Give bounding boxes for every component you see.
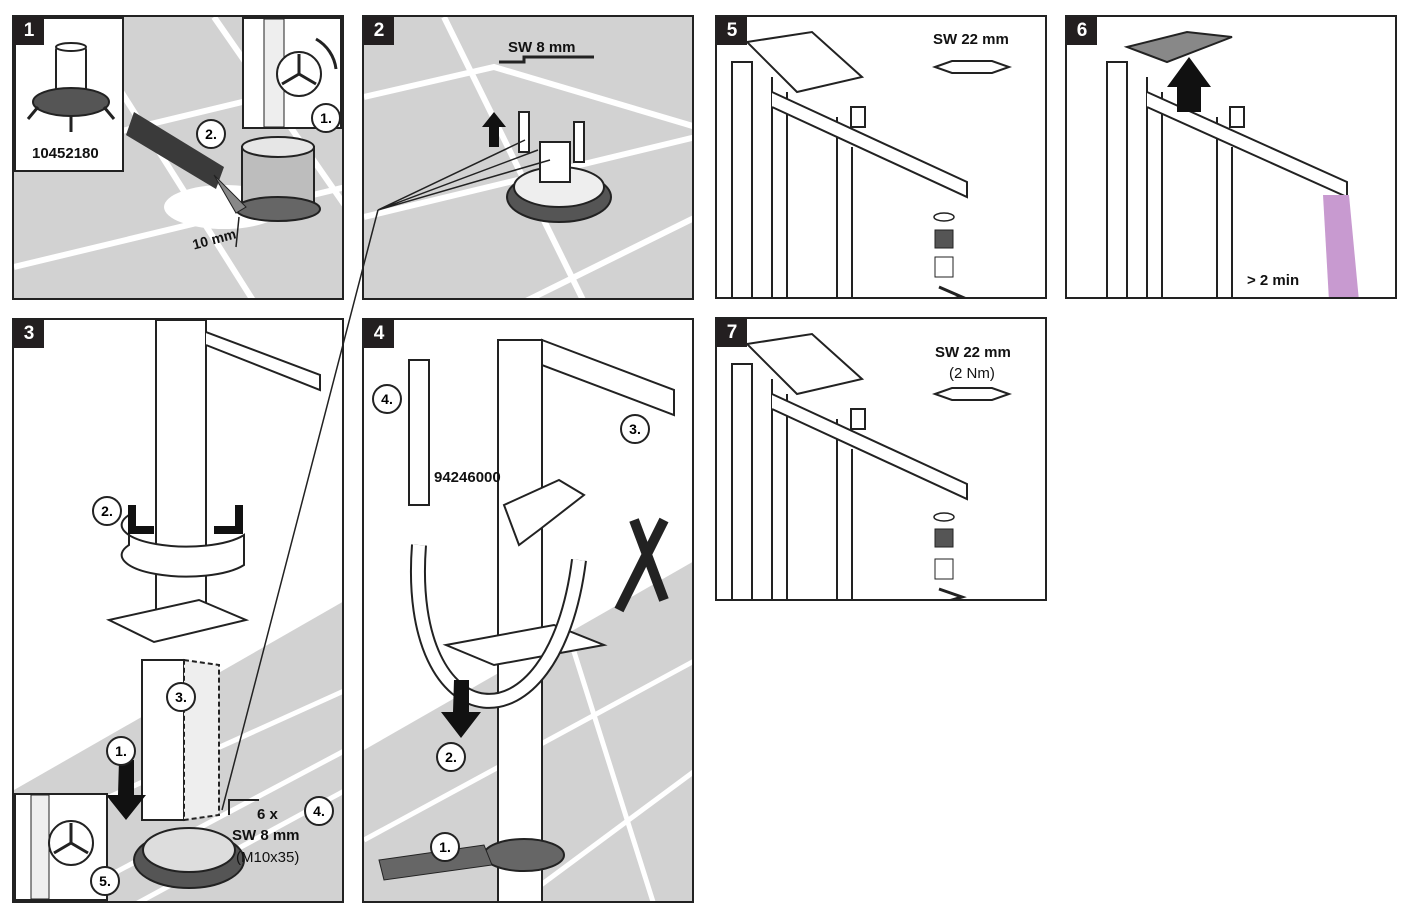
panel-7: 7 SW 22 mm (2 Nm) (715, 317, 1047, 601)
step-1-badge: 1. (430, 832, 460, 862)
step-4-badge: 4. (304, 796, 334, 826)
step-2-badge: 2. (196, 119, 226, 149)
panel-6: 6 > 2 min (1065, 15, 1397, 299)
aerator-removal-illustration (731, 30, 1013, 297)
panel-number: 7 (717, 319, 747, 347)
aerator-refit-illustration (731, 332, 1013, 599)
panel-5: 5 SW 22 mm (715, 15, 1047, 299)
panel-number: 6 (1067, 17, 1097, 45)
step-5-badge: 5. (90, 866, 120, 896)
screw-quantity-label: 6 x (257, 806, 278, 823)
wrench-size-label: SW 8 mm (508, 39, 576, 56)
panel-number: 3 (14, 320, 44, 348)
panel-3: 3 1. 2. 3. 4. 6 x SW 8 mm (M10x35) 5. (12, 318, 344, 903)
part-number-label: 10452180 (32, 145, 99, 162)
panel-number: 1 (14, 17, 44, 45)
wrench-size-label: SW 22 mm (935, 344, 1011, 361)
panel-number: 4 (364, 320, 394, 348)
hose-connection-illustration (364, 320, 692, 901)
screw-size-label: (M10x35) (236, 849, 300, 866)
panel-4: 4 1. 2. 3. 4. 94246000 (362, 318, 694, 903)
flush-duration-label: > 2 min (1247, 272, 1300, 289)
panel-number: 5 (717, 17, 747, 45)
wrench-size-label: SW 22 mm (933, 31, 1009, 48)
step-4-badge: 4. (372, 384, 402, 414)
part-number-label: 94246000 (434, 469, 501, 486)
wrench-size-label: SW 8 mm (232, 827, 300, 844)
shutoff-valve-icon (30, 794, 94, 900)
installation-kit-icon (26, 42, 116, 132)
step-3-badge: 3. (620, 414, 650, 444)
step-3-badge: 3. (166, 682, 196, 712)
shutoff-valve-icon (263, 18, 338, 128)
step-1-badge: 1. (311, 103, 341, 133)
flushing-illustration (1106, 30, 1359, 297)
panel-2: 2 SW 8 mm (362, 15, 694, 300)
torque-label: (2 Nm) (949, 365, 995, 382)
step-1-badge: 1. (106, 736, 136, 766)
panel-number: 2 (364, 17, 394, 45)
mounting-base-illustration (364, 17, 692, 298)
panel-1: 1 10452180 1. 2. 10 mm (12, 15, 344, 300)
step-2-badge: 2. (436, 742, 466, 772)
step-2-badge: 2. (92, 496, 122, 526)
